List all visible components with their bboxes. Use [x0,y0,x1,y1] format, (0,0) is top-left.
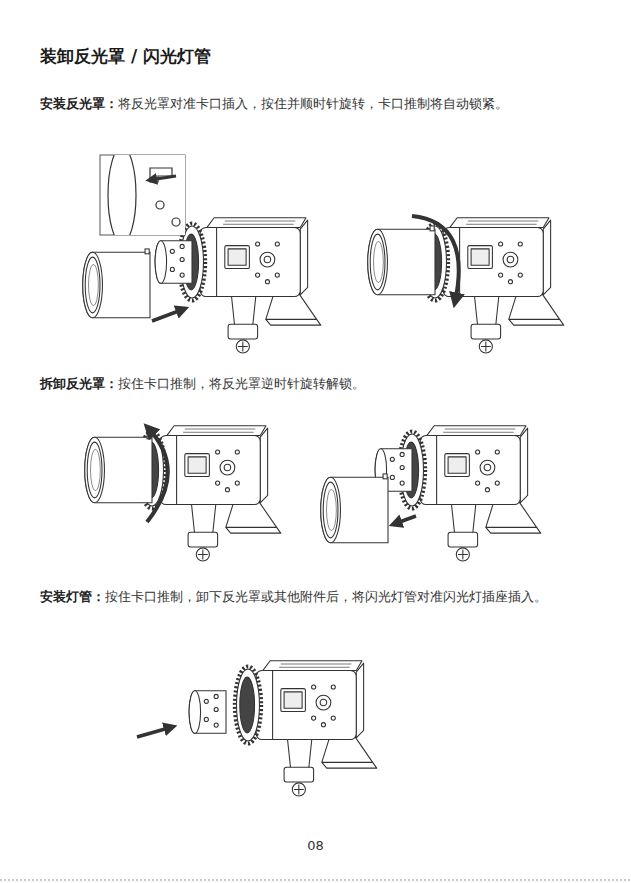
scene-install-reflector [83,147,321,353]
scene-unlock-reflector [85,426,281,561]
instruction-line: 拆卸反光罩：按住卡口推制，将反光罩逆时针旋转解锁。 [40,375,365,393]
instruction-line: 安装灯管：按住卡口推制，卸下反光罩或其他附件后，将闪光灯管对准闪光灯插座插入。 [40,588,547,606]
step-text: 按住卡口推制，将反光罩逆时针旋转解锁。 [118,376,365,391]
instruction-line: 安装反光罩：将反光罩对准卡口插入，按住并顺时针旋转，卡口推制将自动锁紧。 [40,95,508,113]
page-number: 08 [0,838,631,853]
scene-remove-reflector [321,426,541,561]
step-text: 按住卡口推制，卸下反光罩或其他附件后，将闪光灯管对准闪光灯插座插入。 [105,589,547,604]
step-heading: 拆卸反光罩： [40,376,118,391]
step-heading: 安装反光罩： [40,96,118,111]
page-edge [0,880,631,881]
step-text: 将反光罩对准卡口插入，按住并顺时针旋转，卡口推制将自动锁紧。 [118,96,508,111]
scene-install-tube [137,661,377,796]
scene-lock-reflector [368,216,564,353]
page-title: 装卸反光罩 / 闪光灯管 [40,45,211,68]
step-heading: 安装灯管： [40,589,105,604]
detail-inset [100,147,190,243]
